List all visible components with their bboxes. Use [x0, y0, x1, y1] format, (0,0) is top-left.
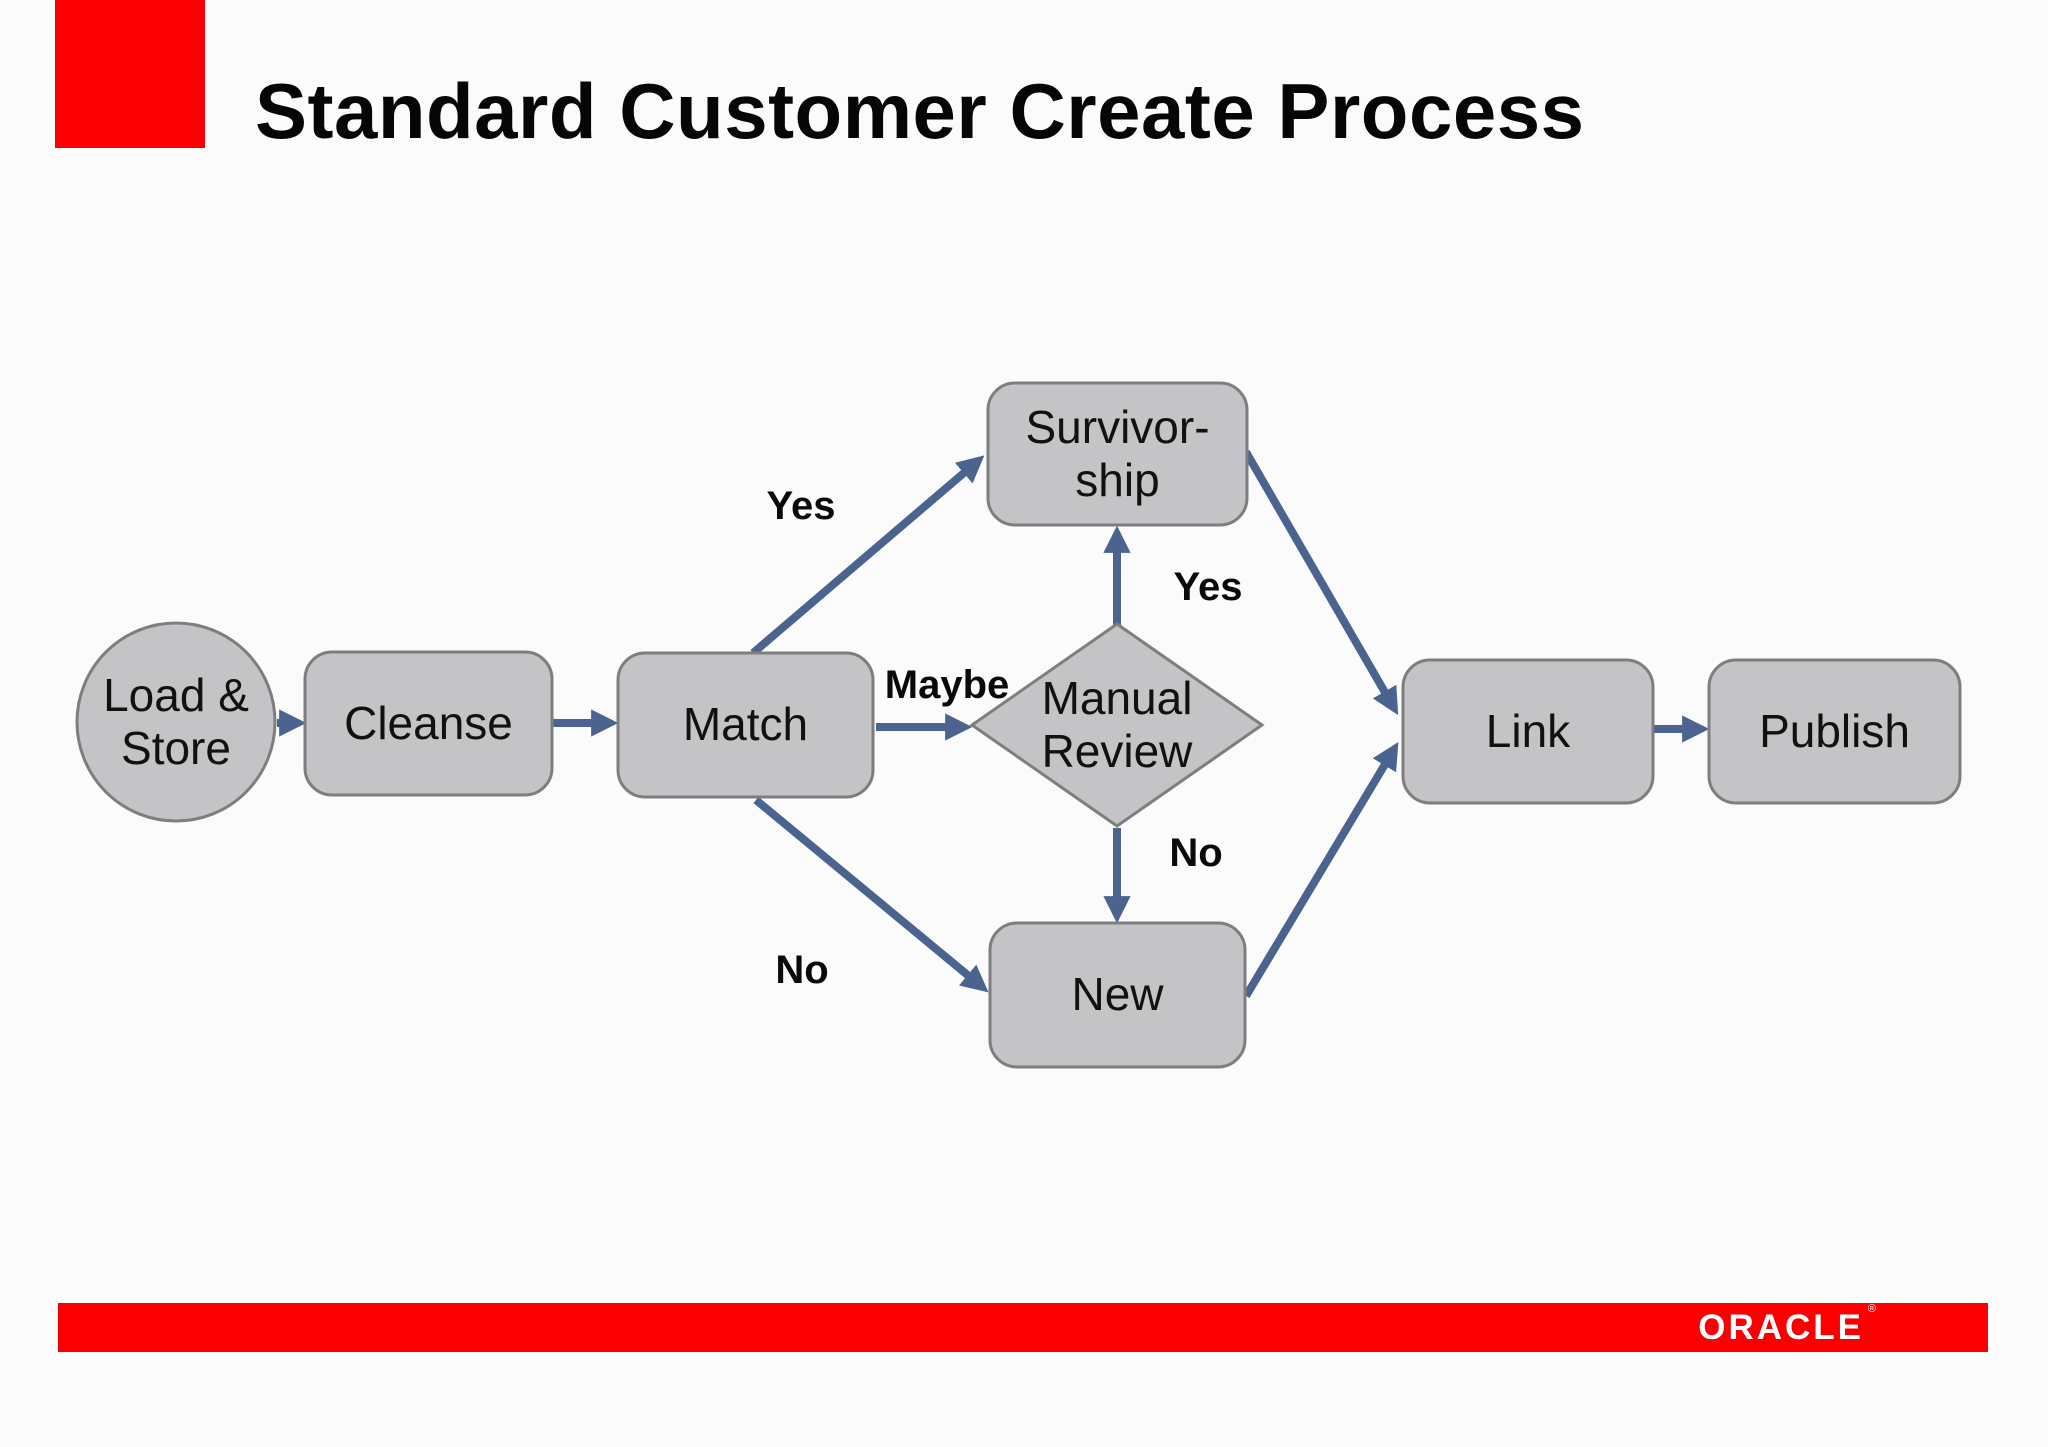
node-label-line: Publish: [1759, 704, 1910, 757]
node-label-load-store: Load & Store: [78, 624, 274, 820]
edge-label-match-new: No: [775, 947, 829, 992]
edge-label-match-survivorship: Yes: [766, 483, 836, 528]
node-label-line: Link: [1485, 704, 1571, 757]
node-shape-manual-review: [969, 622, 1265, 828]
edge-survivorship-to-link: [1242, 449, 1399, 716]
node-label-line: ship: [1075, 454, 1160, 506]
node-label-cleanse: Cleanse: [305, 652, 552, 795]
node-label-line: Survivor-: [1025, 400, 1210, 453]
registered-trademark-icon: ®: [1867, 1303, 1876, 1315]
edge-new-to-link: [1242, 742, 1399, 999]
node-shape-survivorship: [986, 381, 1249, 527]
edge-match-to-new: [753, 796, 989, 993]
edge-match-to-survivorship: [750, 455, 985, 657]
edge-label-match-manual-review: Maybe: [884, 662, 1010, 707]
red-accent-square: [55, 0, 205, 148]
node-label-new: New: [990, 923, 1245, 1067]
oracle-logo-text: ORACLE: [1698, 1308, 1864, 1347]
node-label-line: Cleanse: [344, 696, 513, 749]
node-shape-new: [988, 921, 1247, 1069]
node-shape-cleanse: [303, 650, 554, 797]
node-label-manual-review: Manual Review: [972, 624, 1262, 826]
node-label-line: New: [1071, 968, 1164, 1021]
edge-label-manual-review-new: No: [1169, 830, 1223, 875]
oracle-logo: ORACLE ®: [1698, 1304, 1876, 1347]
node-label-match: Match: [618, 653, 873, 797]
node-label-line: Store: [121, 722, 231, 774]
node-label-line: Review: [1041, 725, 1193, 777]
slide-title: Standard Customer Create Process: [255, 67, 1585, 155]
node-label-line: Load &: [103, 668, 249, 721]
node-shape-load-store: [75, 621, 277, 823]
node-shape-match: [616, 651, 875, 799]
footer-bar: ORACLE ®: [58, 1303, 1988, 1352]
edge-label-manual-review-survivorship: Yes: [1173, 564, 1243, 609]
node-label-link: Link: [1403, 660, 1653, 803]
node-shape-publish: [1707, 658, 1962, 805]
node-shape-link: [1401, 658, 1655, 805]
node-label-line: Manual: [1041, 671, 1193, 724]
node-label-publish: Publish: [1709, 660, 1960, 803]
node-label-line: Match: [682, 698, 809, 751]
node-label-survivorship: Survivor- ship: [988, 383, 1247, 525]
